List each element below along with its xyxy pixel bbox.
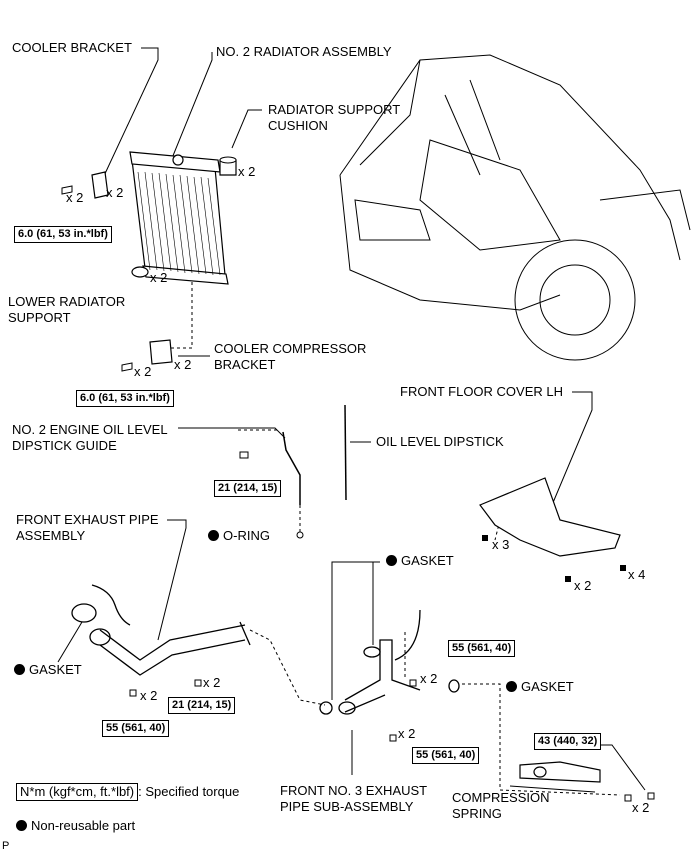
nonreusable-dot-icon xyxy=(208,530,219,541)
label-dipstick-guide-2: DIPSTICK GUIDE xyxy=(12,438,117,453)
qty-cooler-bracket-bolt: x 2 xyxy=(66,190,84,205)
label-lower-radiator-support-1: LOWER RADIATOR xyxy=(8,294,126,309)
label-no2-radiator: NO. 2 RADIATOR ASSEMBLY xyxy=(216,44,392,59)
nonreusable-dot-icon xyxy=(14,664,25,675)
label-o-ring: O-RING xyxy=(208,528,270,544)
qty-exhaust-mid: x 2 xyxy=(203,675,221,690)
label-oil-level-dipstick: OIL LEVEL DIPSTICK xyxy=(376,434,504,449)
leader-cooler-bracket xyxy=(102,47,159,179)
leader-spring-torque xyxy=(600,744,646,791)
qty-spring: x 2 xyxy=(632,800,650,815)
label-radiator-support-cushion-1: RADIATOR SUPPORT xyxy=(268,102,401,117)
label-gasket-top: GASKET xyxy=(386,553,454,569)
label-compression-spring-1: COMPRESSION xyxy=(452,790,550,805)
qty-exhaust-right-top: x 2 xyxy=(420,671,438,686)
label-front-floor-cover: FRONT FLOOR COVER LH xyxy=(400,384,564,399)
qty-cooler-bracket: x 2 xyxy=(106,185,124,200)
qty-compressor-bracket: x 2 xyxy=(174,357,192,372)
torque-exhaust-right-top: 55 (561, 40) xyxy=(448,640,516,657)
legend-torque-desc: : Specified torque xyxy=(138,784,240,799)
torque-exhaust-right-bottom: 55 (561, 40) xyxy=(412,747,480,764)
label-cooler-bracket: COOLER BRACKET xyxy=(12,40,132,55)
leader-spring xyxy=(509,785,596,793)
qty-compressor-bolt: x 2 xyxy=(134,364,152,379)
label-cooler-compressor-1: COOLER COMPRESSOR xyxy=(214,341,367,356)
legend-torque: N*m (kgf*cm, ft.*lbf): Specified torque xyxy=(16,783,239,801)
nonreusable-dot-icon xyxy=(386,555,397,566)
nonreusable-dot-icon xyxy=(506,681,517,692)
qty-cushion: x 2 xyxy=(238,164,256,179)
legend-nonreusable: Non-reusable part xyxy=(16,818,135,834)
label-front-no3-1: FRONT NO. 3 EXHAUST xyxy=(280,783,428,798)
qty-lower-support: x 2 xyxy=(150,270,168,285)
leader-dipstick-guide xyxy=(178,427,286,439)
label-front-exhaust-pipe-1: FRONT EXHAUST PIPE xyxy=(16,512,159,527)
label-front-no3-2: PIPE SUB-ASSEMBLY xyxy=(280,799,414,814)
qty-floor-3: x 3 xyxy=(492,537,510,552)
label-radiator-support-cushion-2: CUSHION xyxy=(268,118,328,133)
torque-compressor-bracket: 6.0 (61, 53 in.*lbf) xyxy=(76,390,174,407)
qty-exhaust-left: x 2 xyxy=(140,688,158,703)
torque-exhaust-mid: 21 (214, 15) xyxy=(168,697,236,714)
torque-spring: 43 (440, 32) xyxy=(534,733,602,750)
label-lower-radiator-support-2: SUPPORT xyxy=(8,310,71,325)
leader-gasket-left xyxy=(57,621,83,663)
cooler-bracket-part xyxy=(91,171,109,199)
label-gasket-right: GASKET xyxy=(506,679,574,695)
label-gasket-left: GASKET xyxy=(14,662,82,678)
qty-exhaust-right-bottom: x 2 xyxy=(398,726,416,741)
torque-exhaust-left: 55 (561, 40) xyxy=(102,720,170,737)
label-compression-spring-2: SPRING xyxy=(452,806,502,821)
label-dipstick-guide-1: NO. 2 ENGINE OIL LEVEL xyxy=(12,422,168,437)
leader-radiator xyxy=(167,52,213,169)
label-front-exhaust-pipe-2: ASSEMBLY xyxy=(16,528,86,543)
leader-floor-cover xyxy=(551,391,593,506)
nonreusable-dot-icon xyxy=(16,820,27,831)
floor-cover-part xyxy=(479,477,621,557)
legend-torque-unit: N*m (kgf*cm, ft.*lbf) xyxy=(16,783,139,801)
leader-gasket-top xyxy=(331,561,380,700)
torque-dipstick-guide: 21 (214, 15) xyxy=(214,480,282,497)
qty-floor-4: x 4 xyxy=(628,567,646,582)
qty-floor-2: x 2 xyxy=(574,578,592,593)
leader-exhaust-pipe xyxy=(157,519,187,641)
page-marker: P xyxy=(2,840,10,852)
leader-cushion xyxy=(231,109,262,149)
torque-cooler-bracket: 6.0 (61, 53 in.*lbf) xyxy=(14,226,112,243)
label-cooler-compressor-2: BRACKET xyxy=(214,357,276,372)
